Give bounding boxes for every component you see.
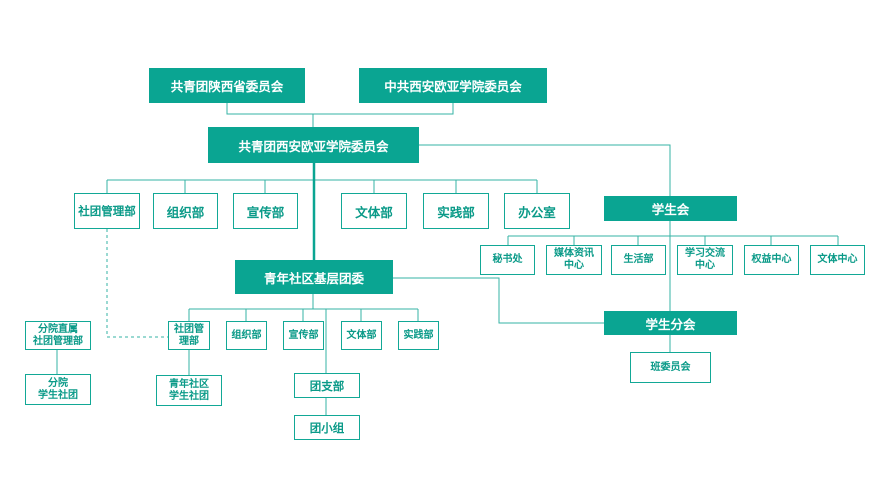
node-student-union: 学生会 [604,196,737,221]
node-club-dept: 社团管理部 [74,193,140,229]
node-life-dept: 生活部 [611,245,666,275]
node-yc-clubs: 青年社区 学生社团 [156,375,222,406]
node-secretariat: 秘书处 [480,245,535,275]
node-media-center: 媒体资讯 中心 [546,245,602,275]
link-league-departments [106,179,538,193]
node-class-committee: 班委员会 [630,352,711,383]
node-org-dept: 组织部 [153,193,218,229]
node-office: 办公室 [504,193,570,229]
node-culture-center: 文体中心 [810,245,865,275]
link-top-to-league [226,103,454,127]
node-branch-clubs: 分院 学生社团 [25,374,91,405]
node-rights-center: 权益中心 [744,245,799,275]
node-college-league: 共青团西安欧亚学院委员会 [208,127,419,163]
node-propaganda-dept: 宣传部 [233,193,298,229]
node-student-branch: 学生分会 [604,311,737,335]
node-yc-practice-dept: 实践部 [398,321,439,350]
node-branch-club-dept: 分院直属 社团管理部 [25,321,91,350]
node-shaanxi-league: 共青团陕西省委员会 [149,68,305,103]
node-yc-propaganda-dept: 宣传部 [283,321,324,350]
node-league-group: 团小组 [294,415,360,440]
link-league-to-union [419,144,671,196]
link-community-to-branch [393,277,604,324]
node-yc-org-dept: 组织部 [226,321,267,350]
node-practice-dept: 实践部 [423,193,489,229]
node-yc-culture-dept: 文体部 [341,321,382,350]
node-culture-dept: 文体部 [341,193,407,229]
link-dashed-club-relation [106,229,168,338]
link-community-departments [188,294,419,321]
node-exchange-center: 学习交流 中心 [677,245,733,275]
node-youth-community: 青年社区基层团委 [235,260,393,294]
node-yc-club-dept: 社团管 理部 [168,321,210,350]
node-party-committee: 中共西安欧亚学院委员会 [359,68,547,103]
node-league-branch: 团支部 [294,373,360,398]
